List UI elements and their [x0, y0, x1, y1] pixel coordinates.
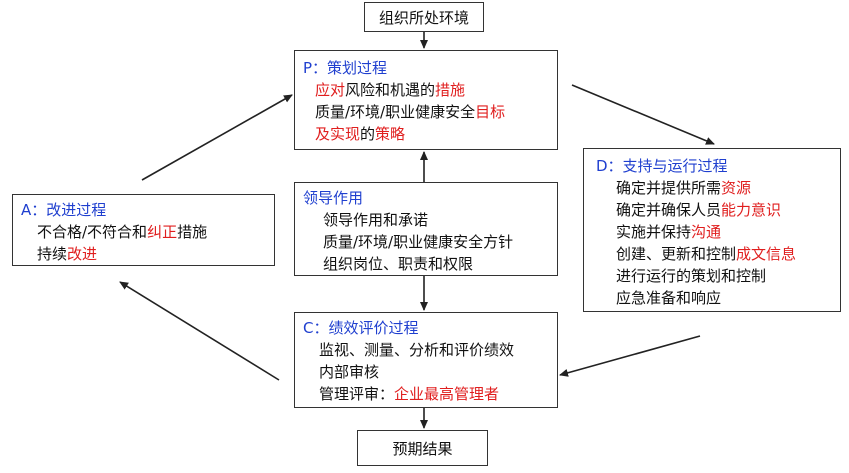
- plan-line-3-text: 的: [360, 125, 376, 143]
- do-line-3: 实施并保持沟通: [596, 221, 840, 243]
- plan-line-2-text: 质量/环境/职业健康安全: [315, 103, 476, 121]
- act-line-2-text: 持续: [37, 245, 68, 263]
- do-line-2-highlight: 能力意识: [721, 201, 782, 219]
- leadership-line-1: 领导作用和承诺: [323, 211, 429, 229]
- do-line-6: 应急准备和响应: [616, 289, 722, 307]
- plan-title: P：策划过程: [303, 59, 388, 77]
- leadership-box: 领导作用 领导作用和承诺 质量/环境/职业健康安全方针 组织岗位、职责和权限: [294, 182, 558, 276]
- plan-line-3-highlight-2: 策略: [375, 125, 406, 143]
- check-line-3-highlight: 企业最高管理者: [394, 385, 500, 403]
- do-line-1-highlight: 资源: [721, 179, 752, 197]
- check-line-3-text: 管理评审：: [319, 385, 395, 403]
- expected-result-box: 预期结果: [357, 430, 488, 466]
- do-line-5: 进行运行的策划和控制: [616, 267, 767, 285]
- check-line-3: 管理评审：企业最高管理者: [303, 383, 557, 405]
- plan-line-1: 应对风险和机遇的措施: [303, 79, 557, 101]
- arrow-check-to-act: [119, 281, 280, 381]
- plan-line-1-highlight-2: 措施: [435, 81, 466, 99]
- do-line-4-text: 创建、更新和控制: [616, 245, 737, 263]
- leadership-line-2: 质量/环境/职业健康安全方针: [323, 233, 514, 251]
- check-title: C：绩效评价过程: [303, 319, 419, 337]
- do-line-2: 确定并确保人员能力意识: [596, 199, 840, 221]
- plan-process-box: P：策划过程 应对风险和机遇的措施 质量/环境/职业健康安全目标 及实现的策略: [294, 50, 558, 150]
- check-line-2: 内部审核: [319, 363, 380, 381]
- check-process-box: C：绩效评价过程 监视、测量、分析和评价绩效 内部审核 管理评审：企业最高管理者: [294, 312, 558, 408]
- plan-line-3-highlight-1: 及实现: [315, 125, 361, 143]
- act-line-1-text-2: 措施: [177, 223, 208, 241]
- expected-result-label: 预期结果: [392, 439, 453, 458]
- act-line-2-highlight: 改进: [67, 245, 98, 263]
- plan-line-1-text: 风险和机遇的: [345, 81, 436, 99]
- act-line-2: 持续改进: [21, 243, 274, 265]
- plan-line-2-highlight: 目标: [475, 103, 506, 121]
- plan-line-2: 质量/环境/职业健康安全目标: [303, 101, 557, 123]
- environment-label: 组织所处环境: [378, 8, 469, 27]
- environment-box: 组织所处环境: [364, 2, 484, 32]
- do-line-3-text: 实施并保持: [616, 223, 692, 241]
- plan-line-3: 及实现的策略: [303, 123, 557, 145]
- check-line-1: 监视、测量、分析和评价绩效: [319, 341, 515, 359]
- do-line-4-highlight: 成文信息: [736, 245, 797, 263]
- arrow-do-to-check: [559, 335, 701, 377]
- do-process-box: D：支持与运行过程 确定并提供所需资源 确定并确保人员能力意识 实施并保持沟通 …: [583, 148, 841, 312]
- act-line-1-highlight: 纠正: [147, 223, 178, 241]
- leadership-title: 领导作用: [303, 189, 364, 207]
- arrow-plan-to-do: [571, 84, 715, 145]
- act-line-1: 不合格/不符合和纠正措施: [21, 221, 274, 243]
- arrow-act-to-plan: [141, 94, 293, 181]
- do-line-1: 确定并提供所需资源: [596, 177, 840, 199]
- leadership-line-3: 组织岗位、职责和权限: [323, 255, 474, 273]
- act-process-box: A：改进过程 不合格/不符合和纠正措施 持续改进: [12, 194, 275, 266]
- act-line-1-text-1: 不合格/不符合和: [37, 223, 148, 241]
- do-line-1-text: 确定并提供所需: [616, 179, 722, 197]
- act-title: A：改进过程: [21, 201, 107, 219]
- do-line-4: 创建、更新和控制成文信息: [596, 243, 840, 265]
- plan-line-1-highlight-1: 应对: [315, 81, 346, 99]
- do-line-2-text: 确定并确保人员: [616, 201, 722, 219]
- do-title: D：支持与运行过程: [596, 157, 728, 175]
- do-line-3-highlight: 沟通: [691, 223, 722, 241]
